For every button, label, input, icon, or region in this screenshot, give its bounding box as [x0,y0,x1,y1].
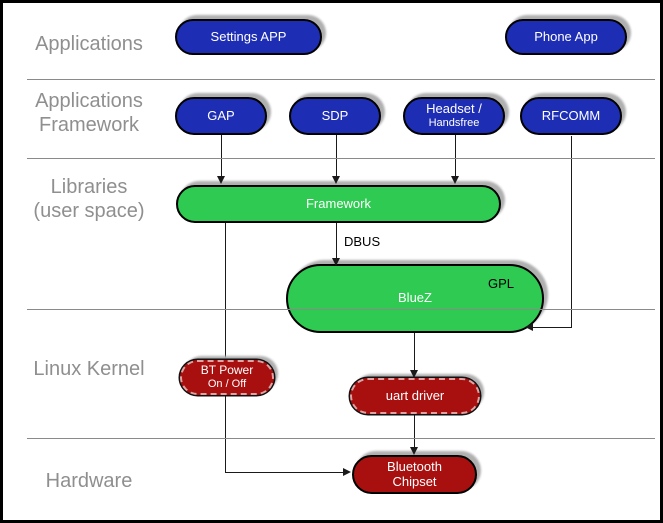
edge-rfcomm-bluez-vertical [571,136,572,327]
node-label: BT Power [200,363,254,378]
gpl-tag: GPL [487,276,514,291]
arrowhead-right-icon [343,468,351,476]
layer-label-applications-framework: Applications Framework [9,89,169,137]
layer-label-line: Applications [35,90,143,112]
node-label: Headset / [426,101,482,117]
arrowhead-down-icon [217,176,225,184]
layer-label-line: Framework [38,114,139,136]
arrowhead-down-icon [332,258,340,266]
node-bt-power: BT Power On / Off [180,360,274,395]
edge-uart-chipset [414,413,415,449]
edge-framework-bluez-dbus [336,223,337,260]
arrowhead-down-icon [451,176,459,184]
arrowhead-down-icon [410,447,418,455]
layer-divider [27,79,655,80]
layer-divider [27,438,655,439]
edge-rfcomm-bluez-horizontal [530,327,572,328]
node-sdp: SDP [289,97,381,135]
node-settings-app: Settings APP [175,19,322,55]
node-label: Bluetooth [387,458,442,474]
node-label: Phone App [534,28,598,44]
node-label: uart driver [385,387,445,403]
node-phone-app: Phone App [505,19,627,55]
node-label: Chipset [392,473,437,489]
node-label: RFCOMM [541,107,601,123]
node-bluez: BlueZ GPL [286,264,544,333]
node-gap: GAP [175,97,267,135]
layer-divider [27,158,655,159]
layer-label-libraries: Libraries (user space) [9,175,169,223]
node-label: SDP [321,107,349,123]
arrowhead-down-icon [410,370,418,378]
node-framework: Framework [176,185,501,223]
edge-framework-chipset-horizontal [225,472,345,473]
edge-label-dbus: DBUS [344,234,381,249]
layer-label-hardware: Hardware [45,470,133,492]
edge-bluez-uart [414,333,415,372]
node-label: BlueZ [398,290,432,306]
node-rfcomm: RFCOMM [520,97,622,135]
layer-label-line: Libraries [50,176,128,198]
edge-framework-chipset-vertical [225,223,226,472]
layer-label-applications: Applications [35,33,143,55]
arrowhead-down-icon [332,176,340,184]
node-label: GAP [207,107,235,123]
node-uart-driver: uart driver [350,378,480,414]
node-label: Settings APP [210,28,287,44]
arrowhead-left-icon [525,323,533,331]
node-bluetooth-chipset: Bluetooth Chipset [352,455,477,494]
node-label: Framework [305,195,371,211]
node-label: Handsfree [428,117,480,130]
layer-label-line: (user space) [33,200,145,222]
node-label: On / Off [207,378,247,391]
node-headset-handsfree: Headset / Handsfree [403,97,505,135]
layer-label-linux-kernel: Linux Kernel [33,358,145,380]
layer-divider [27,309,655,310]
